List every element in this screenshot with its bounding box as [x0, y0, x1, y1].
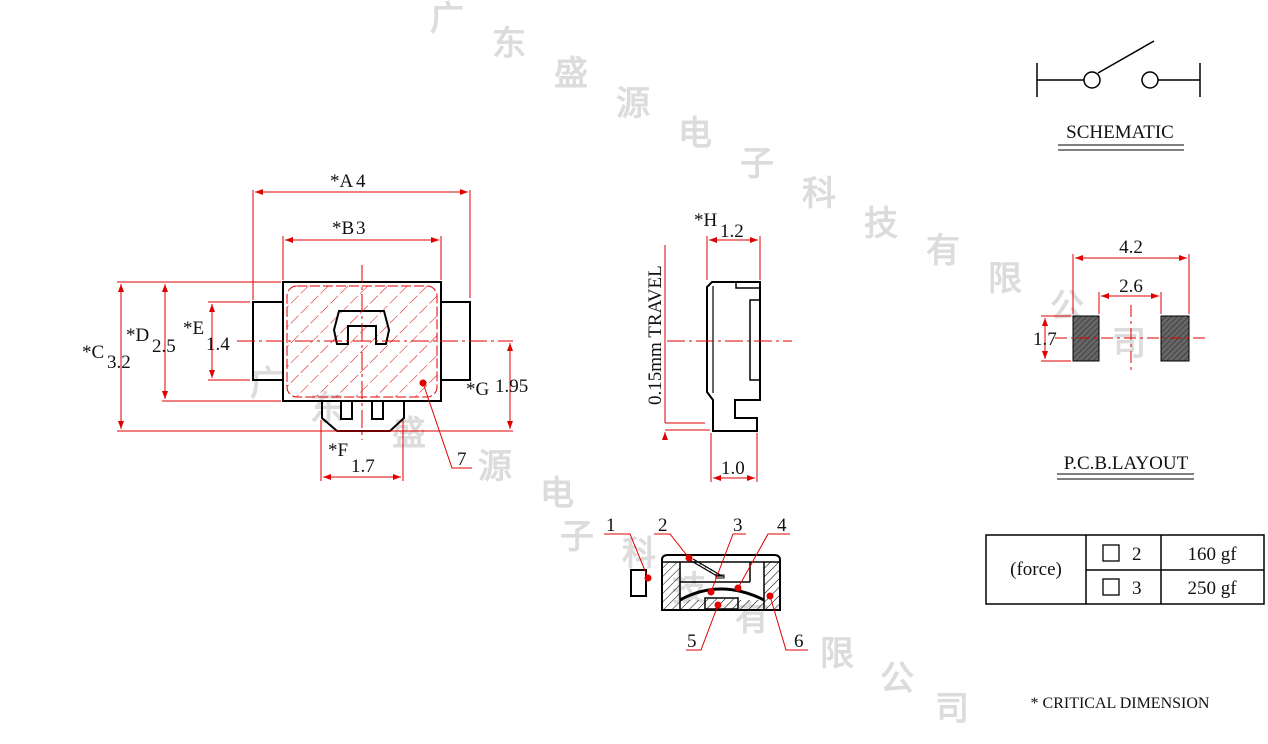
callout-1: 1 [606, 515, 616, 536]
watermark-char: 盛 [392, 414, 426, 454]
watermark-char: 有 [926, 231, 960, 271]
schematic-title: SCHEMATIC [1066, 122, 1174, 143]
dim-a-label: *A [330, 171, 354, 192]
watermark-char: 科 [622, 534, 656, 574]
callout-7: 7 [457, 449, 467, 470]
watermark-char: 限 [988, 259, 1022, 299]
watermark-char: 技 [864, 204, 898, 244]
force-value-250: 250 gf [1187, 578, 1237, 599]
force-table: (force) 2 160 gf 3 250 gf [985, 534, 1265, 605]
leg [340, 400, 353, 420]
watermark-char: 电 [540, 474, 574, 514]
section-view: 1 2 3 4 5 6 [604, 515, 808, 652]
dim-h-label: *H [694, 210, 718, 231]
watermark-char: 公 [880, 659, 914, 699]
pcb-dim-inner: 2.6 [1119, 276, 1143, 297]
leg [371, 400, 384, 420]
force-value-160: 160 gf [1187, 544, 1237, 565]
dim-c-label: *C [82, 342, 104, 363]
watermark-char: 广 [430, 0, 464, 39]
watermark-char: 司 [935, 689, 969, 729]
dim-a-value: 4 [356, 171, 366, 192]
watermark-char: 东 [492, 24, 526, 64]
watermark-char: 盛 [554, 54, 588, 94]
dim-g-value: 1.95 [495, 376, 528, 397]
dim-b-value: 3 [356, 218, 366, 239]
pcb-dim-outer: 4.2 [1119, 237, 1143, 258]
watermark-char: 司 [1112, 324, 1146, 364]
dim-c-value: 3.2 [107, 352, 131, 373]
schematic: SCHEMATIC [1036, 40, 1201, 151]
pcb-layout-title: P.C.B.LAYOUT [1064, 453, 1189, 474]
callout-4: 4 [777, 515, 787, 536]
force-option-3: 3 [1132, 578, 1142, 599]
travel-label: 0.15mm TRAVEL [645, 265, 666, 405]
callout-2: 2 [658, 515, 668, 536]
watermark-char: 子 [560, 517, 594, 557]
dim-d-value: 2.5 [152, 336, 176, 357]
dim-e-value: 1.4 [206, 334, 230, 355]
actuator [332, 310, 391, 345]
critical-dimension-note: * CRITICAL DIMENSION [1031, 695, 1210, 712]
dim-b-label: *B [332, 218, 354, 239]
front-view: *A 4 *B 3 *C 3.2 *D 2.5 *E 1.4 *G 1.95 *… [82, 171, 528, 481]
callout-5: 5 [687, 631, 697, 652]
dim-f-label: *F [328, 440, 348, 461]
dim-g-label: *G [466, 379, 490, 400]
force-header: (force) [1010, 559, 1062, 580]
callout-3: 3 [733, 515, 743, 536]
watermark-char: 广 [250, 364, 284, 404]
side-view: *H 1.2 1.0 0.15mm TRAVEL [645, 210, 792, 482]
dim-h-value: 1.2 [720, 221, 744, 242]
watermark-char: 科 [802, 174, 836, 214]
force-option-checkbox[interactable] [1102, 578, 1120, 596]
callout-6: 6 [794, 631, 804, 652]
pcb-dim-height: 1.7 [1033, 329, 1057, 350]
dim-f-value: 1.7 [351, 456, 375, 477]
watermark-char: 限 [820, 634, 854, 674]
dim-d-label: *D [126, 325, 149, 346]
watermark-char: 源 [616, 84, 650, 124]
force-option-2: 2 [1132, 544, 1142, 565]
dim-bottom: 1.0 [721, 458, 745, 479]
watermark-char: 子 [740, 144, 774, 184]
watermark-char: 源 [478, 447, 512, 487]
force-option-checkbox[interactable] [1102, 544, 1120, 562]
dim-e-label: *E [183, 318, 204, 339]
pcb-layout: 4.2 2.6 1.7 P.C.B.LAYOUT [1033, 237, 1205, 480]
watermark-char: 电 [678, 114, 712, 154]
